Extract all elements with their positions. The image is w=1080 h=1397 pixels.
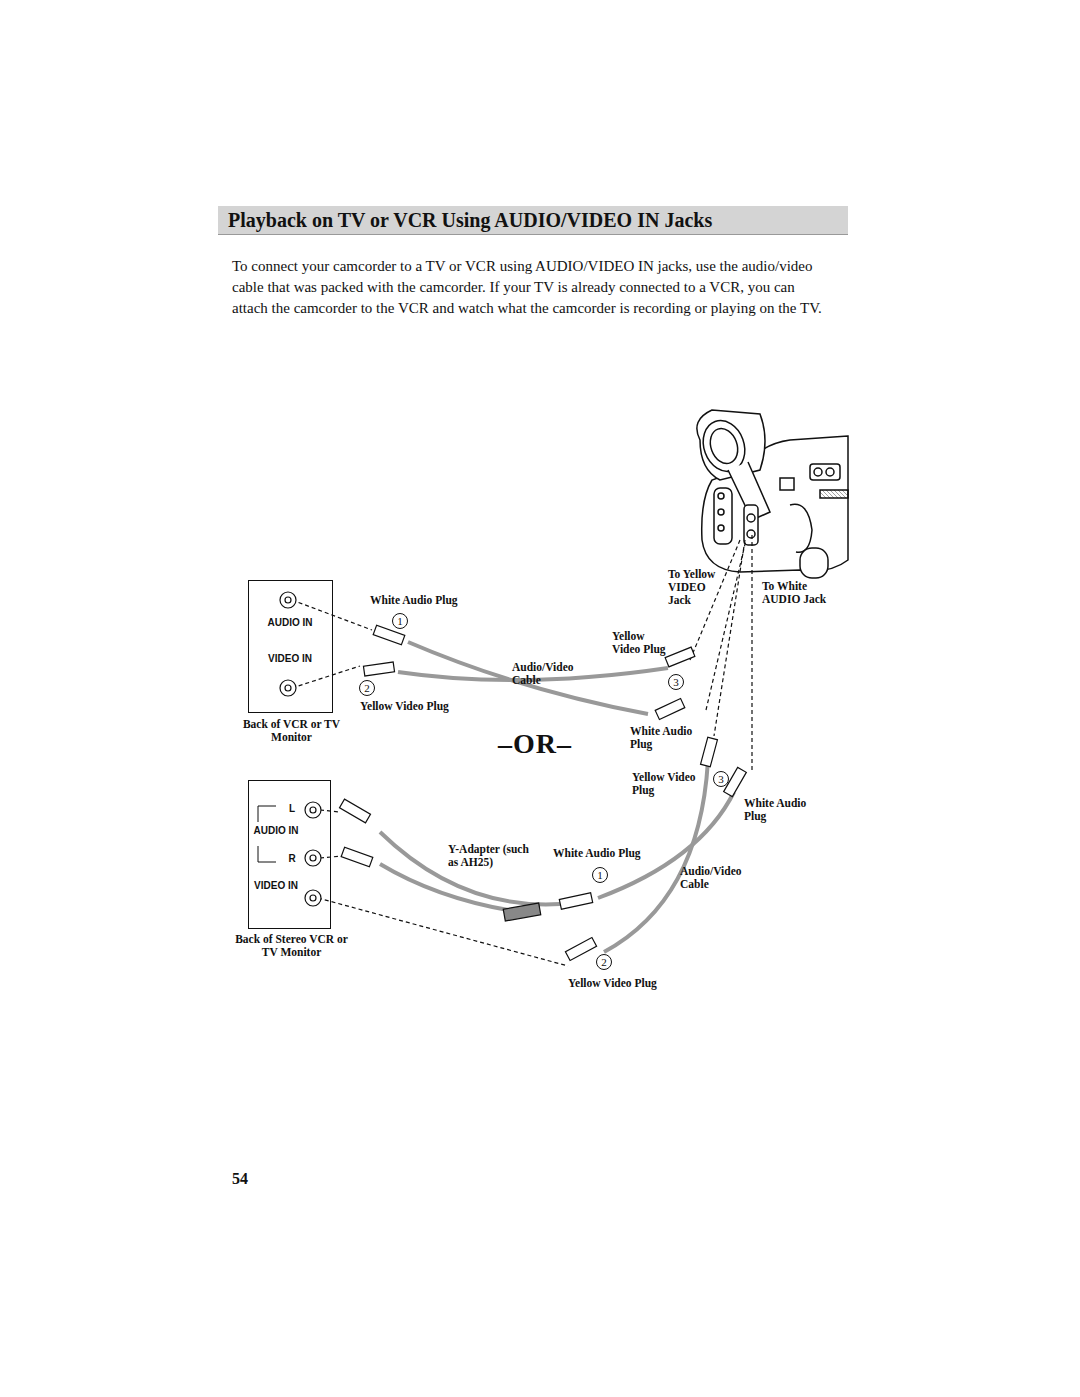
jack-label: VIDEO IN [251, 880, 301, 891]
jack-panel: LAUDIO INRVIDEO INBack of Stereo VCR or … [248, 780, 331, 929]
plug-label: Yellow Video Plug [360, 700, 480, 713]
callout-number: 3 [668, 674, 684, 690]
jacks [280, 592, 321, 906]
jack-label: AUDIO IN [257, 617, 323, 628]
callout-number: 1 [592, 867, 608, 883]
plug-label: Yellow Video Plug [568, 977, 688, 990]
plug-label: White Audio Plug [630, 725, 694, 751]
jack-label: R [285, 853, 299, 864]
jack-label: To White AUDIO Jack [762, 580, 834, 606]
cable-label: Audio/Video Cable [680, 865, 744, 891]
page-title: Playback on TV or VCR Using AUDIO/VIDEO … [218, 206, 848, 235]
callout-number: 1 [392, 613, 408, 629]
plug-label: White Audio Plug [553, 847, 663, 860]
separator: –OR– [498, 728, 588, 760]
callout-number: 3 [713, 771, 729, 787]
plugs [340, 625, 747, 960]
plug-label: White Audio Plug [744, 797, 808, 823]
plug-label: Yellow Video Plug [632, 771, 696, 797]
dashed-leaders [292, 535, 752, 966]
jack-label: L [285, 803, 299, 814]
callout-number: 2 [596, 954, 612, 970]
jack-panel: AUDIO INVIDEO INBack of VCR or TV Monito… [248, 580, 333, 713]
jack-label: To Yellow VIDEO Jack [668, 568, 730, 607]
page-number: 54 [232, 1170, 272, 1188]
camcorder [696, 410, 848, 578]
panel-caption: Back of VCR or TV Monitor [229, 718, 354, 744]
plug-label: White Audio Plug [370, 594, 480, 607]
jack-label: VIDEO IN [257, 653, 323, 664]
cables [380, 642, 734, 952]
jack-label: AUDIO IN [251, 825, 301, 836]
intro-paragraph: To connect your camcorder to a TV or VCR… [232, 256, 832, 319]
cable-label: Audio/Video Cable [512, 661, 582, 687]
callout-number: 2 [359, 680, 375, 696]
plug-label: Yellow Video Plug [612, 630, 674, 656]
panel-caption: Back of Stereo VCR or TV Monitor [229, 933, 354, 959]
adapter-label: Y-Adapter (such as AH25) [448, 843, 534, 869]
